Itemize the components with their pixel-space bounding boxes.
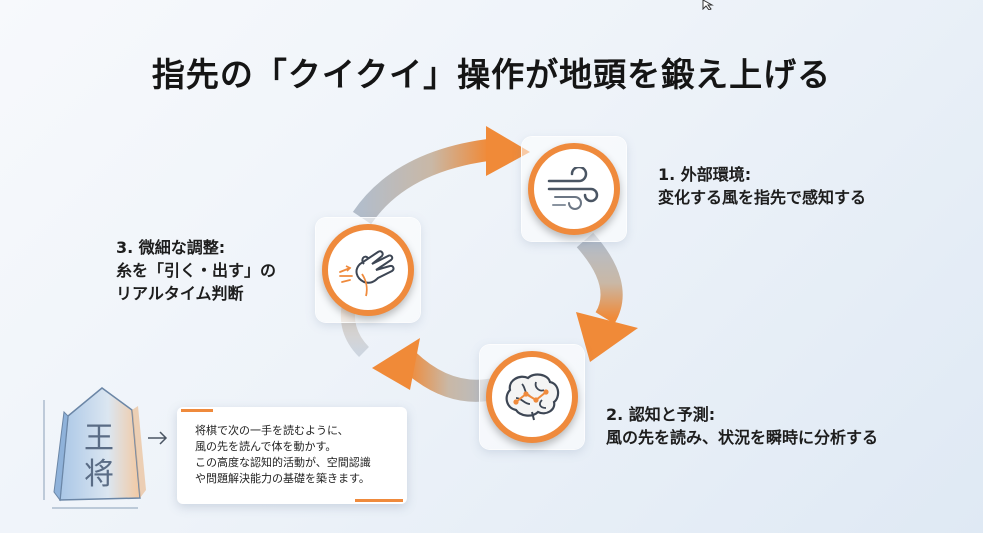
shogi-char-1: 王 [84, 421, 114, 456]
step-3-label: 3. 微細な調整: 糸を「引く・出す」の リアルタイム判断 [116, 236, 276, 305]
step-2-heading: 2. 認知と予測: [606, 405, 716, 424]
note-line-2: 風の先を読んで体を動かす。 [195, 440, 337, 453]
step-3-description-1: 糸を「引く・出す」の [116, 261, 277, 280]
step-1-circle [528, 143, 620, 235]
note-line-4: や問題解決能力の基礎を築きます。 [195, 472, 370, 485]
step-3-circle [322, 224, 414, 316]
arrow-right [576, 232, 623, 324]
step-1-label: 1. 外部環境: 変化する風を指先で感知する [658, 163, 866, 209]
arrow-top [352, 139, 490, 225]
step-2-node [480, 345, 584, 449]
arrowhead-bottom [372, 338, 420, 390]
arrowhead-top [486, 126, 530, 176]
page-title: 指先の「クイクイ」操作が地頭を鍛え上げる [151, 55, 832, 94]
step-2-circle [486, 351, 578, 443]
note-text: 将棋で次の一手を読むように、 風の先を読んで体を動かす。 この高度な認知的活動が… [195, 423, 371, 487]
step-1-node [522, 137, 626, 241]
shogi-char-2: 将 [84, 457, 114, 492]
note-accent-top [181, 409, 213, 412]
arrowhead-right [576, 312, 638, 362]
note-line-1: 将棋で次の一手を読むように、 [195, 424, 349, 437]
step-2-label: 2. 認知と予測: 風の先を読み、状況を瞬時に分析する [606, 403, 878, 449]
step-2-description: 風の先を読み、状況を瞬時に分析する [606, 428, 879, 447]
mouse-cursor-icon [702, 0, 714, 10]
brain-icon [505, 373, 560, 421]
note-line-3: この高度な認知的活動が、空間認識 [195, 456, 371, 469]
note-accent-bottom [355, 499, 403, 502]
step-1-heading: 1. 外部環境: [658, 165, 752, 184]
shogi-piece-icon: 王 将 [43, 387, 168, 509]
wind-icon [547, 167, 599, 210]
step-3-node [316, 218, 420, 322]
hand-pulling-string-icon [339, 250, 395, 297]
step-1-description: 変化する風を指先で感知する [658, 188, 867, 207]
step-3-heading: 3. 微細な調整: [116, 238, 226, 257]
step-3-description-2: リアルタイム判断 [116, 284, 244, 303]
note-card: 将棋で次の一手を読むように、 風の先を読んで体を動かす。 この高度な認知的活動が… [177, 407, 407, 504]
